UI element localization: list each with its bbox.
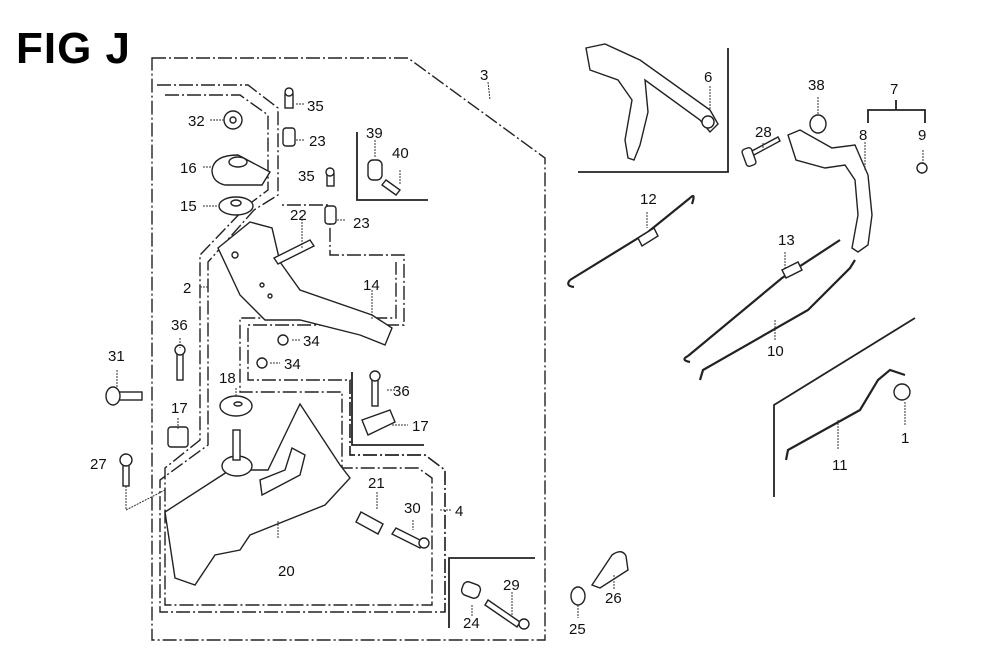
callout-34a: 34 [303, 333, 320, 350]
part-nut-38 [809, 114, 827, 134]
part-washer-18 [219, 395, 253, 417]
callout-39: 39 [366, 125, 383, 142]
part-clip-17b [361, 409, 396, 436]
group-3-outline [151, 57, 546, 641]
part-bolt-28 [741, 136, 781, 168]
callout-20: 20 [278, 563, 295, 580]
callout-35b: 35 [298, 168, 315, 185]
callout-35a: 35 [307, 98, 324, 115]
part-cap-25 [570, 586, 586, 606]
part-rod-10 [698, 259, 856, 381]
callout-7: 7 [890, 81, 898, 98]
callout-2: 2 [183, 280, 191, 297]
part-nut-32 [223, 110, 243, 130]
callout-23b: 23 [353, 215, 370, 232]
callout-24: 24 [463, 615, 480, 632]
callout-9: 9 [918, 127, 926, 144]
part-lever-8 [787, 129, 873, 253]
part-bolt-29 [484, 599, 530, 630]
callout-23a: 23 [309, 133, 326, 150]
callout-21: 21 [368, 475, 385, 492]
part-plate-20 [164, 402, 351, 586]
part-lever-14 [217, 221, 393, 346]
part-collar-23a [282, 127, 296, 147]
callout-28: 28 [755, 124, 772, 141]
group-4-outline [349, 380, 446, 612]
part-screw-40 [380, 179, 402, 196]
group-17-36-outline [351, 372, 424, 446]
callout-30: 30 [404, 500, 421, 517]
part-collar-23b [324, 205, 337, 225]
callout-36b: 36 [393, 383, 410, 400]
part-bolt-35a [284, 87, 294, 109]
group-6-outline [578, 48, 729, 173]
callout-4: 4 [455, 503, 463, 520]
part-clip-34a [277, 334, 289, 346]
callout-38: 38 [808, 77, 825, 94]
part-clip-1 [893, 383, 911, 401]
part-lever-6 [585, 43, 719, 161]
part-bolt-36b [369, 370, 381, 407]
part-nut-9 [916, 162, 928, 174]
part-clip-34b [256, 357, 268, 369]
group-2-inner-outline [164, 94, 433, 606]
callout-27: 27 [90, 456, 107, 473]
part-spring-22 [272, 239, 316, 265]
callout-36a: 36 [171, 317, 188, 334]
part-bolt-27 [119, 453, 133, 487]
group-7-bracket [867, 100, 926, 123]
part-bolt-31 [105, 386, 143, 406]
callout-11: 11 [832, 457, 848, 474]
part-clip-17a [167, 426, 189, 448]
callout-25: 25 [569, 621, 586, 638]
part-washer-15 [218, 196, 254, 216]
callout-34b: 34 [284, 356, 301, 373]
figure-title: FIG J [16, 24, 132, 73]
group-1-11-outline [773, 317, 916, 497]
group-2-outline [157, 84, 446, 613]
leader-lines [116, 81, 924, 618]
part-grip-26 [590, 551, 629, 589]
callout-22: 22 [290, 207, 307, 224]
callout-26: 26 [605, 590, 622, 607]
part-cap-39 [367, 159, 383, 181]
callout-31: 31 [108, 348, 125, 365]
callout-3: 3 [480, 67, 488, 84]
part-holder-16 [211, 154, 271, 186]
callout-32: 32 [188, 113, 205, 130]
part-bolt-35b [325, 167, 335, 187]
callout-29: 29 [503, 577, 520, 594]
callout-40: 40 [392, 145, 409, 162]
part-spring-21 [355, 511, 384, 535]
group-24-29-outline [448, 557, 535, 628]
callout-17b: 17 [412, 418, 429, 435]
callout-14: 14 [363, 277, 380, 294]
part-spring-13 [683, 239, 841, 364]
callout-13: 13 [778, 232, 795, 249]
callout-10: 10 [767, 343, 784, 360]
part-bolt-36a [174, 344, 186, 381]
callout-1: 1 [901, 430, 909, 447]
part-collar-24 [460, 581, 482, 599]
group-39-40-outline [356, 132, 428, 201]
callout-12: 12 [640, 191, 657, 208]
callout-6: 6 [704, 69, 712, 86]
callout-16: 16 [180, 160, 197, 177]
callout-15: 15 [180, 198, 197, 215]
part-spring-12 [567, 194, 695, 289]
part-bolt-30 [390, 527, 430, 549]
callout-18: 18 [219, 370, 236, 387]
callout-17a: 17 [171, 400, 188, 417]
callout-8: 8 [859, 127, 867, 144]
part-rod-11 [784, 368, 906, 461]
